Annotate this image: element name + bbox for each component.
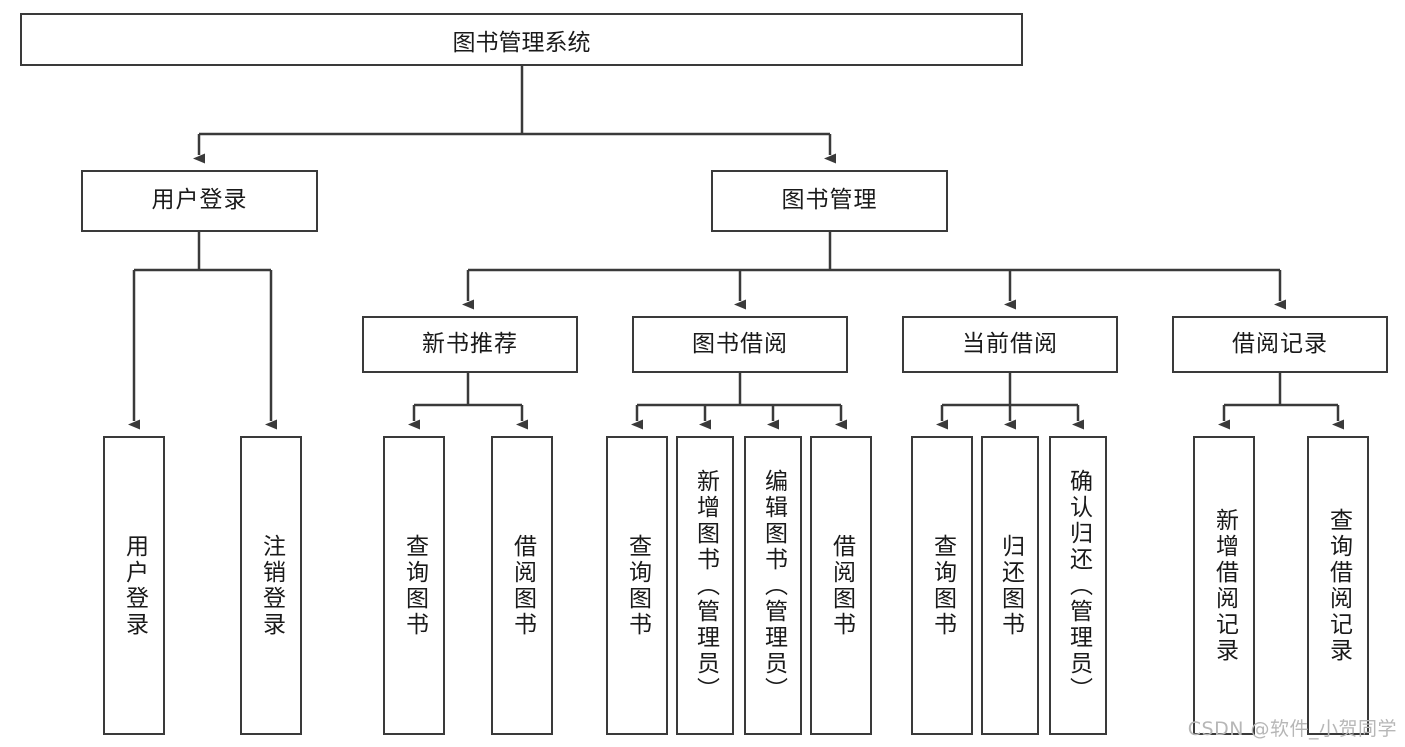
leaf-add-book-admin[interactable]: 新增图书（管理员） <box>676 436 734 735</box>
node-borrow-record[interactable]: 借阅记录 <box>1172 316 1388 373</box>
node-label: 用户登录 <box>151 187 248 214</box>
node-new-book-recommend[interactable]: 新书推荐 <box>362 316 578 373</box>
leaf-return-book[interactable]: 归还图书 <box>981 436 1039 735</box>
node-label: 用户登录 <box>121 533 148 638</box>
leaf-query-borrow-record[interactable]: 查询借阅记录 <box>1307 436 1369 735</box>
node-book-borrow[interactable]: 图书借阅 <box>632 316 848 373</box>
node-label: 借阅记录 <box>1232 330 1328 357</box>
node-label: 新书推荐 <box>422 330 518 357</box>
node-label: 图书借阅 <box>692 330 788 357</box>
leaf-user-login[interactable]: 用户登录 <box>103 436 165 735</box>
node-label: 查询图书 <box>624 533 651 638</box>
leaf-borrow-book-recommend[interactable]: 借阅图书 <box>491 436 553 735</box>
node-label: 归还图书 <box>997 533 1024 638</box>
node-label: 图书管理系统 <box>452 29 591 56</box>
leaf-query-book-current[interactable]: 查询图书 <box>911 436 973 735</box>
node-label: 确认归还（管理员） <box>1065 468 1092 703</box>
node-label: 借阅图书 <box>509 533 536 638</box>
leaf-add-borrow-record[interactable]: 新增借阅记录 <box>1193 436 1255 735</box>
leaf-query-book-borrow[interactable]: 查询图书 <box>606 436 668 735</box>
leaf-edit-book-admin[interactable]: 编辑图书（管理员） <box>744 436 802 735</box>
node-book-management-system[interactable]: 图书管理系统 <box>20 13 1023 66</box>
node-label: 图书管理 <box>781 187 878 214</box>
node-label: 查询图书 <box>929 533 956 638</box>
leaf-borrow-book[interactable]: 借阅图书 <box>810 436 872 735</box>
node-user-login[interactable]: 用户登录 <box>81 170 318 232</box>
node-label: 新增借阅记录 <box>1211 507 1238 664</box>
node-label: 当前借阅 <box>962 330 1058 357</box>
node-label: 借阅图书 <box>828 533 855 638</box>
node-book-management[interactable]: 图书管理 <box>711 170 948 232</box>
leaf-query-book-recommend[interactable]: 查询图书 <box>383 436 445 735</box>
node-label: 注销登录 <box>258 533 285 638</box>
leaf-confirm-return-admin[interactable]: 确认归还（管理员） <box>1049 436 1107 735</box>
node-label: 查询借阅记录 <box>1325 507 1352 664</box>
node-current-borrow[interactable]: 当前借阅 <box>902 316 1118 373</box>
leaf-logout[interactable]: 注销登录 <box>240 436 302 735</box>
node-label: 新增图书（管理员） <box>692 468 719 703</box>
node-label: 编辑图书（管理员） <box>760 468 787 703</box>
node-label: 查询图书 <box>401 533 428 638</box>
